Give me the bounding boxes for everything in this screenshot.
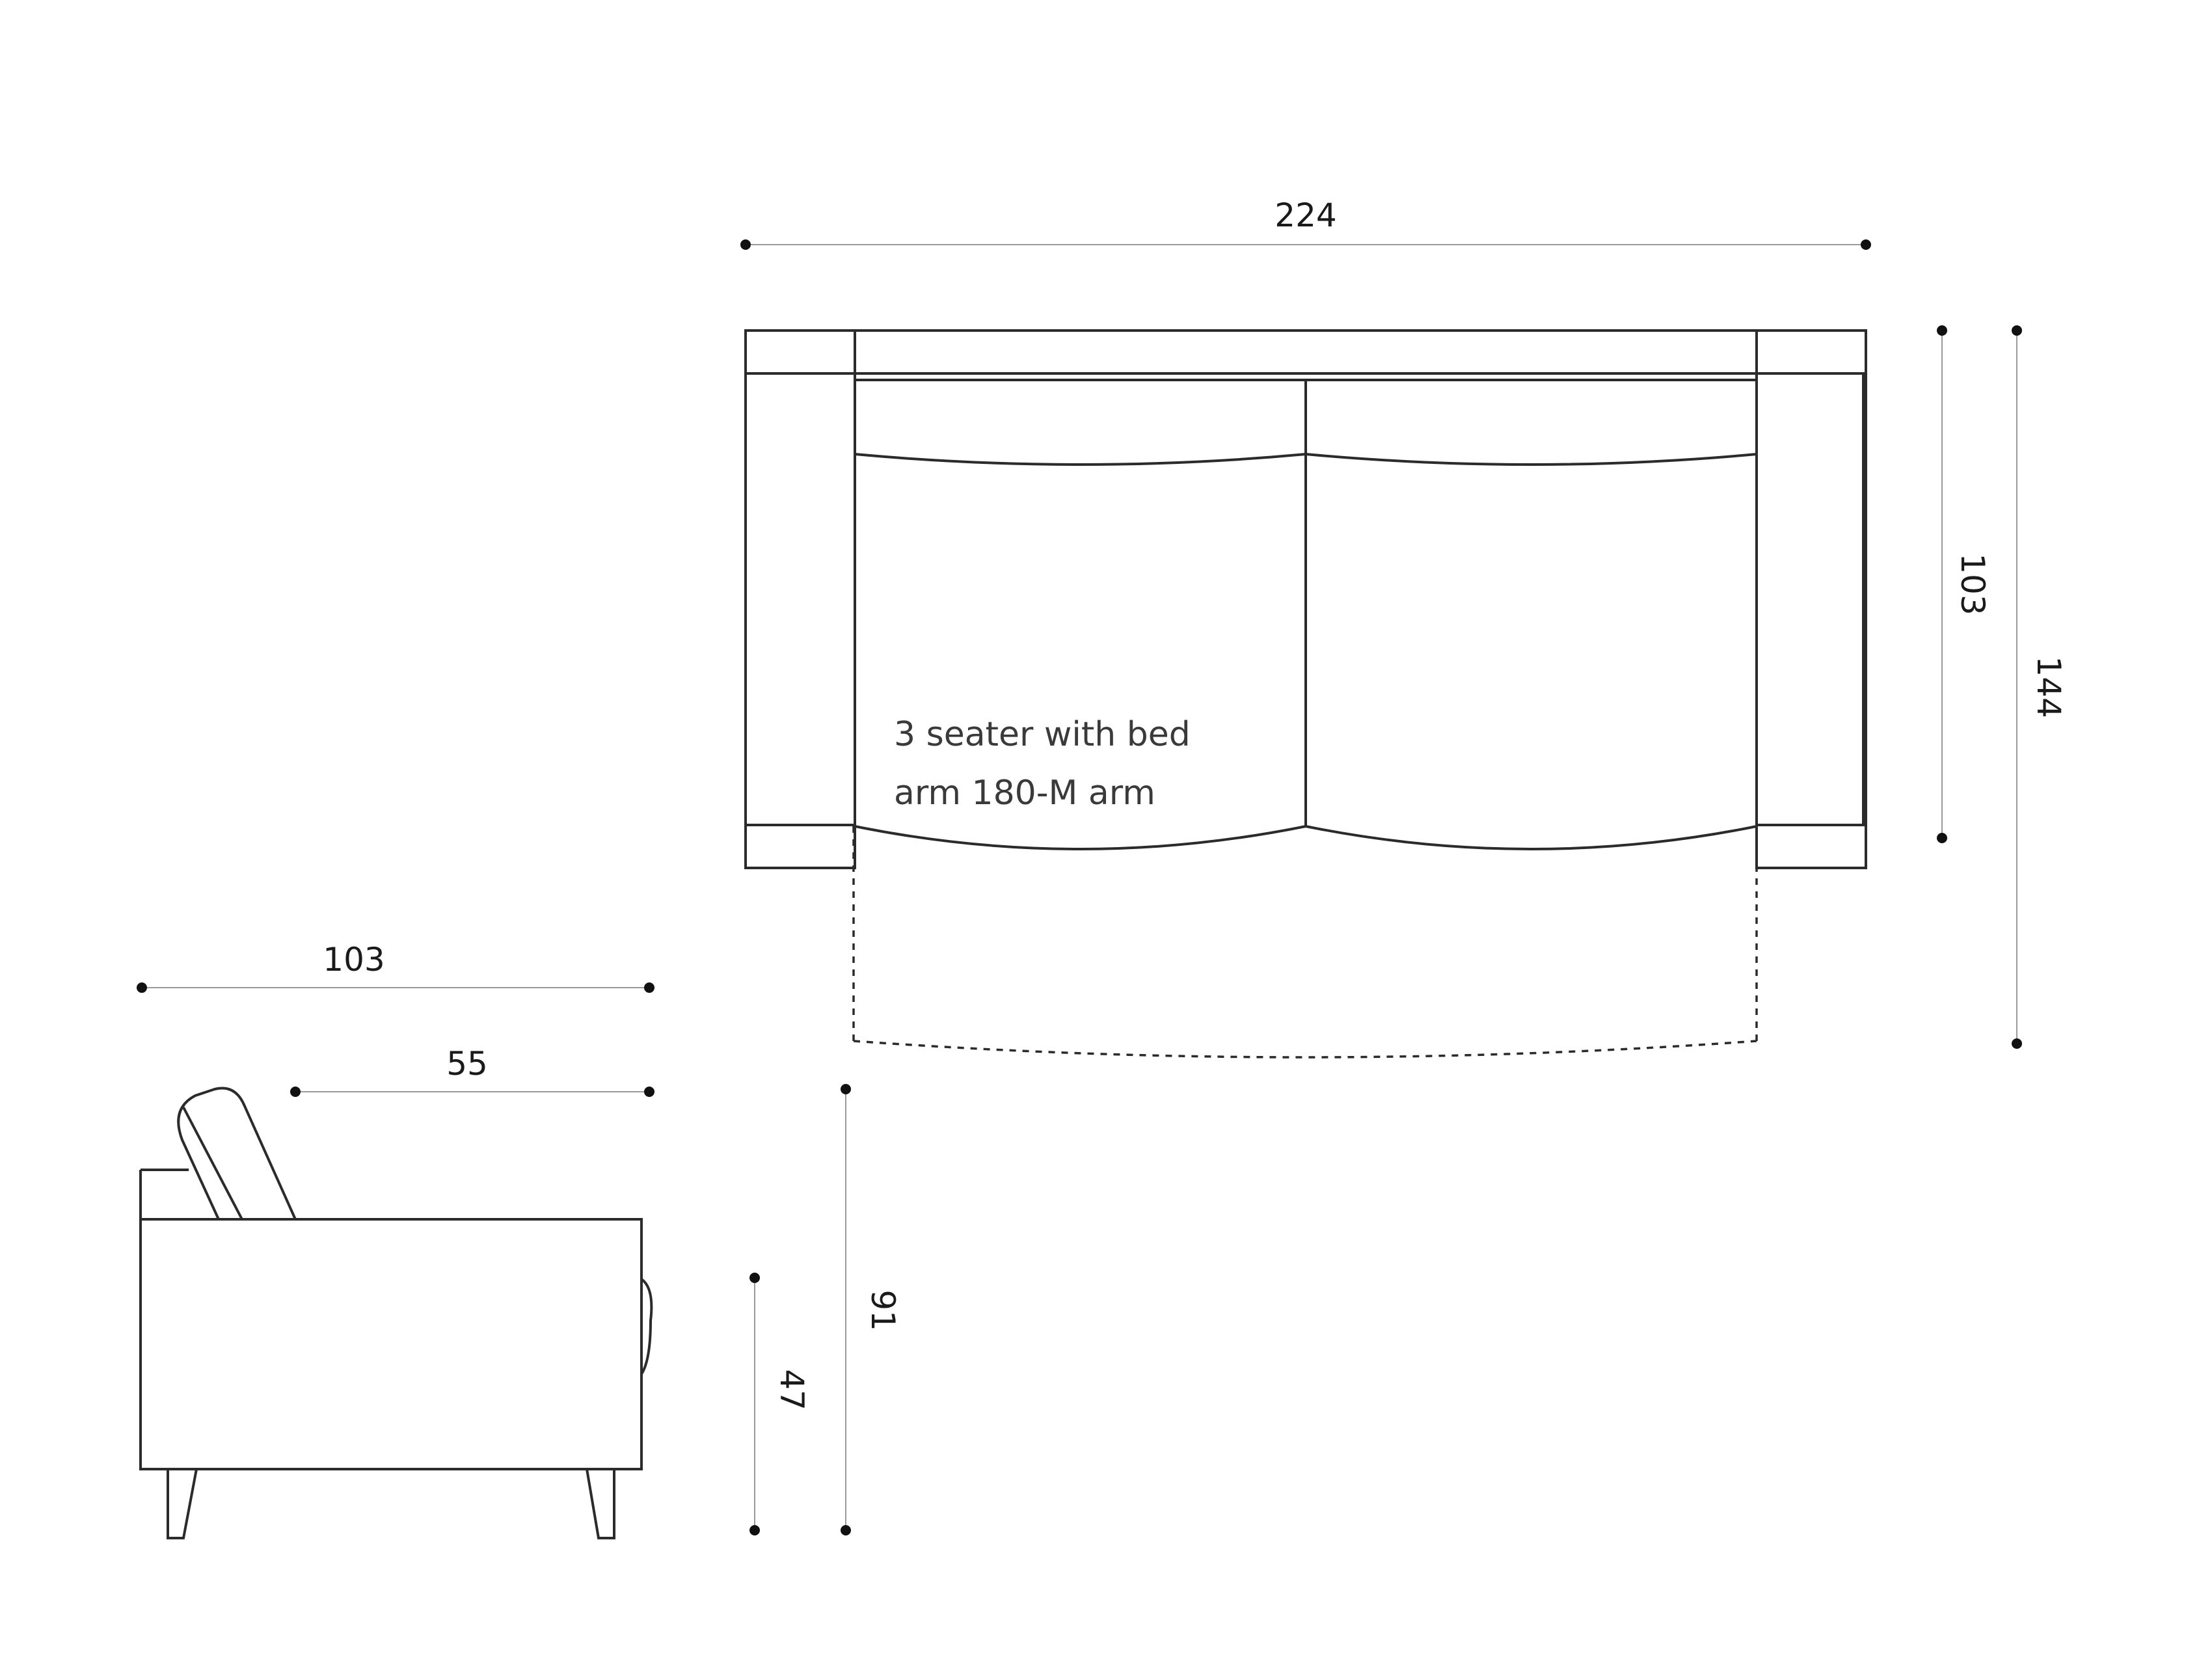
dimension-side-seat-depth-label: 55 [446, 1045, 488, 1083]
top-view-back-cushion-left [854, 453, 1306, 466]
side-view-body [139, 1169, 643, 1470]
dimension-top-width: 224 [740, 196, 1871, 250]
side-view-backrest-seam [182, 1107, 243, 1220]
dimension-side-seat-depth: 55 [290, 1045, 654, 1097]
top-view-bed-extension [852, 826, 1758, 1059]
product-label-line1: 3 seater with bed [894, 715, 1191, 754]
dimension-side-depth: 103 [137, 941, 654, 993]
side-view [139, 1087, 653, 1539]
dimension-side-seat-height: 47 [749, 1273, 811, 1535]
top-view-backrest [744, 329, 1867, 375]
dimension-top-depth-bed-label: 144 [2030, 656, 2068, 718]
side-view-front-leg [586, 1468, 615, 1539]
dimension-side-seat-height-label: 47 [773, 1369, 811, 1411]
dimension-top-width-label: 224 [1275, 196, 1336, 234]
top-view-right-arm [1755, 329, 1867, 869]
side-view-front-cushion [640, 1278, 653, 1375]
dimension-side-depth-label: 103 [323, 941, 384, 979]
dimension-top-depth-seat: 103 [1937, 325, 1991, 843]
dimension-side-height: 91 [841, 1084, 902, 1535]
side-view-back-leg [167, 1468, 198, 1539]
top-view-seat-front-right [1305, 825, 1757, 850]
product-label-line2: arm 180-M arm [894, 774, 1155, 813]
top-view: 3 seater with bed arm 180-M arm [744, 329, 1867, 1059]
top-view-back-cushion-right [1305, 453, 1757, 466]
dimension-side-height-label: 91 [864, 1290, 902, 1331]
top-view-seat-front-left [854, 825, 1306, 850]
top-view-left-arm [744, 329, 856, 869]
dimension-top-depth-bed: 144 [2012, 325, 2068, 1049]
dimension-top-depth-seat-label: 103 [1954, 553, 1991, 615]
side-view-backrest-cushion [177, 1087, 298, 1221]
